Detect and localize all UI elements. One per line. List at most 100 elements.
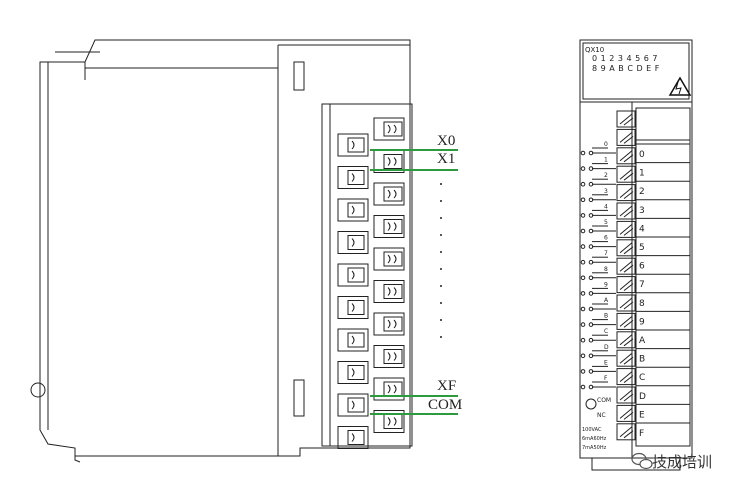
input-label-5: 5 [604, 219, 608, 226]
front-screw-frame-1 [616, 128, 636, 146]
front-screw-frame-12 [616, 331, 636, 349]
input-contact-a-3 [580, 197, 586, 203]
input-label-3: 3 [604, 188, 608, 195]
front-screw-slot-16 [619, 408, 634, 420]
front-screw-frame-17 [616, 423, 636, 441]
input-contact-a-15 [580, 384, 586, 390]
input-contact-a-1 [580, 166, 586, 171]
side-terminal-left-frame-3 [337, 231, 369, 254]
front-screw-frame-10 [616, 294, 636, 312]
input-label-0: 0 [604, 141, 608, 148]
rating-line-1: 100VAC [582, 427, 602, 433]
side-screw-slot-1 [387, 157, 397, 166]
rating-line-3: 7mA50Hz [582, 445, 607, 451]
front-screw-slot-1 [619, 132, 634, 144]
side-screw-slot-8 [387, 384, 397, 394]
side-terminal-frame-5 [373, 280, 405, 303]
side-terminal-frame-2 [373, 182, 405, 206]
ellipsis-dot-7 [440, 302, 442, 304]
side-screw-left-slot-9 [351, 433, 355, 442]
side-screw-left-head-3 [347, 235, 365, 250]
side-screw-left-head-6 [347, 332, 365, 348]
front-screw-frame-3 [616, 165, 636, 183]
input-label-C: C [604, 328, 608, 335]
input-label-2: 2 [604, 172, 608, 179]
wire-label-x1: X1 [437, 151, 456, 167]
side-terminal-left-frame-1 [337, 166, 369, 189]
front-terminal-label-3: 3 [639, 206, 645, 216]
input-contact-a-12 [580, 337, 586, 343]
side-screw-slot-4 [387, 254, 397, 264]
input-contact-a-7 [580, 259, 586, 265]
front-screw-frame-5 [616, 202, 636, 220]
side-terminal-left-frame-7 [337, 361, 369, 384]
front-screw-frame-8 [616, 257, 636, 275]
front-screw-slot-0 [619, 113, 634, 126]
ellipsis-dot-3 [440, 234, 442, 236]
input-contact-a-14 [580, 369, 586, 374]
side-screw-head-9 [383, 414, 403, 429]
input-label-6: 6 [604, 235, 608, 242]
input-label-D: D [604, 344, 609, 351]
wechat-icon [631, 452, 653, 470]
wire-label-xf: XF [437, 378, 457, 394]
front-screw-frame-16 [616, 404, 636, 422]
terminal-block-housing [321, 103, 413, 447]
front-screw-slot-11 [619, 316, 634, 328]
front-screw-frame-6 [616, 220, 636, 238]
upper-slot [293, 61, 305, 91]
ellipsis-dot-9 [440, 336, 442, 338]
front-terminal-label-1: 1 [639, 169, 645, 179]
front-screw-frame-4 [616, 184, 636, 202]
rating-line-2: 6mA60Hz [582, 436, 607, 442]
side-screw-head-4 [383, 251, 403, 267]
input-contact-a-5 [580, 228, 586, 234]
side-screw-left-slot-1 [351, 173, 355, 182]
side-wires [370, 149, 458, 415]
front-screw-slot-9 [619, 279, 634, 291]
side-screw-slot-6 [387, 319, 397, 329]
front-terminal-label-E: E [639, 410, 645, 420]
front-terminal-label-C: C [639, 373, 645, 383]
front-terminal-label-4: 4 [639, 224, 645, 234]
input-label-COM: COM [597, 397, 611, 404]
side-screw-left-head-8 [347, 397, 365, 413]
front-screw-slot-7 [619, 242, 634, 255]
side-screw-head-6 [383, 316, 403, 332]
side-screw-left-slot-6 [351, 335, 355, 345]
ellipsis-dot-1 [440, 200, 442, 202]
input-contact-a-10 [580, 306, 586, 312]
ellipsis-dot-6 [440, 285, 442, 287]
model-label: QX10 [585, 46, 604, 54]
side-screw-head-1 [383, 154, 403, 169]
input-label-F: F [604, 375, 608, 382]
front-screw-frame-0 [616, 110, 636, 128]
front-foot [591, 458, 681, 471]
side-screw-slot-3 [387, 222, 397, 231]
ellipsis-dot-0 [440, 183, 442, 185]
front-screw-slot-5 [619, 205, 634, 218]
front-screw-frame-14 [616, 368, 636, 386]
front-terminal-label-2: 2 [639, 187, 645, 197]
side-terminal-left-frame-8 [337, 393, 369, 417]
front-panel-outline [579, 39, 693, 459]
side-screw-left-slot-8 [351, 400, 355, 410]
side-screw-slot-9 [387, 417, 397, 426]
side-terminal-left-frame-9 [337, 426, 369, 449]
terminal-cover [635, 107, 691, 447]
input-contact-a-8 [580, 275, 586, 281]
input-contact-a-2 [580, 181, 586, 187]
side-terminal-frame-9 [373, 410, 405, 433]
side-terminal-frame-6 [373, 312, 405, 336]
high-voltage-triangle-icon [668, 76, 692, 96]
front-terminal-label-A: A [639, 336, 646, 346]
ellipsis-dot-5 [440, 268, 442, 270]
input-contact-a-9 [580, 291, 586, 296]
front-terminal-label-5: 5 [639, 243, 645, 253]
side-terminal-left-frame-5 [337, 296, 369, 319]
front-terminal-label-D: D [639, 392, 646, 402]
